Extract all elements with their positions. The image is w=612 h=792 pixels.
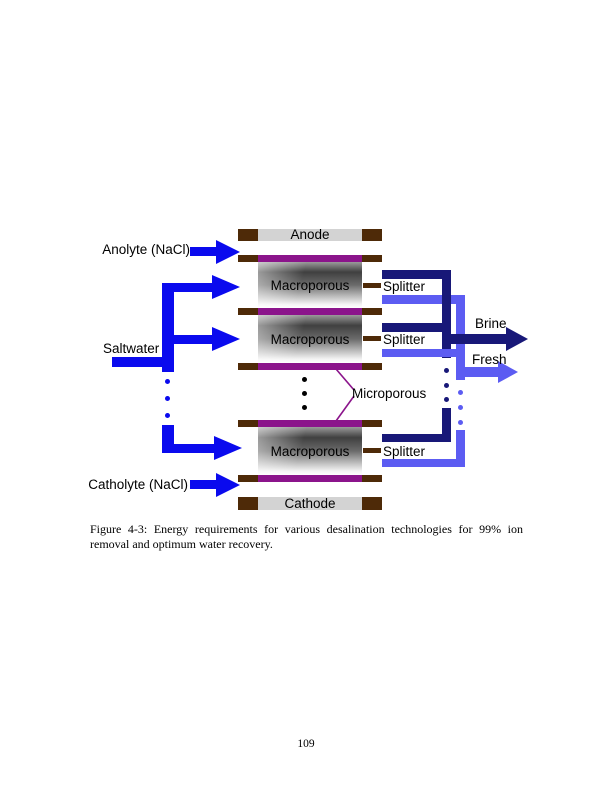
macroporous-label: Macroporous <box>270 443 350 459</box>
fresh-ellipsis-dot <box>458 405 463 410</box>
brine-arrowhead <box>506 326 528 351</box>
catholyte-label: Catholyte (NaCl) <box>88 477 188 492</box>
macroporous-label: Macroporous <box>270 277 350 293</box>
macroporous-block-2: Macroporous <box>258 315 362 363</box>
saltwater-branch-3-arrowhead <box>214 436 242 460</box>
microporous-label: Microporous <box>352 386 427 401</box>
microporous-membrane-row <box>238 420 382 427</box>
fresh-arrow-body <box>456 367 498 377</box>
stack-ellipsis-dot <box>302 377 307 382</box>
fresh-pipe-3 <box>382 458 465 467</box>
brine-trunk-upper <box>442 270 451 358</box>
fresh-label: Fresh <box>472 352 507 367</box>
brine-label: Brine <box>475 316 507 331</box>
cathode-bar: Cathode <box>238 497 382 510</box>
splitter-label-1: Splitter <box>383 279 426 294</box>
saltwater-label: Saltwater <box>103 341 160 356</box>
macroporous-block-3: Macroporous <box>258 427 362 475</box>
anolyte-arrow-body <box>190 247 216 256</box>
saltwater-ellipsis-dot <box>165 379 170 384</box>
microporous-membrane <box>258 363 362 370</box>
saltwater-feed-pipe <box>112 357 174 367</box>
membrane-end-cap <box>362 308 382 315</box>
microporous-membrane <box>258 420 362 427</box>
brine-arrow-body <box>442 333 506 344</box>
catholyte-arrowhead <box>216 472 240 497</box>
brine-trunk-lower <box>442 408 451 442</box>
microporous-membrane <box>258 475 362 482</box>
saltwater-branch-1-arrowhead <box>212 275 240 299</box>
splitter-connector <box>363 283 381 288</box>
fresh-ellipsis-dot <box>458 420 463 425</box>
catholyte-arrow-body <box>190 480 216 489</box>
anolyte-label: Anolyte (NaCl) <box>102 242 190 257</box>
saltwater-trunk-upper <box>162 283 174 372</box>
splitter-connector <box>363 448 381 453</box>
membrane-end-cap <box>362 363 382 370</box>
anode-bar: Anode <box>238 227 382 243</box>
membrane-end-cap <box>238 420 258 427</box>
microporous-membrane-row <box>238 308 382 315</box>
membrane-end-cap <box>238 475 258 482</box>
brine-pipe-2 <box>382 323 451 332</box>
membrane-end-cap <box>238 363 258 370</box>
stack-ellipsis-dot <box>302 391 307 396</box>
page-number: 109 <box>297 738 315 750</box>
fresh-trunk-lower <box>456 430 465 467</box>
cathode-end-cap <box>362 497 382 510</box>
microporous-membrane-row <box>238 363 382 370</box>
splitter-connector <box>363 336 381 341</box>
membrane-end-cap <box>238 308 258 315</box>
splitter-label-2: Splitter <box>383 332 426 347</box>
splitter-label-3: Splitter <box>383 444 426 459</box>
anode-end-cap <box>362 229 382 241</box>
brine-pipe-3 <box>382 433 451 442</box>
brine-pipe-1 <box>382 270 451 279</box>
microporous-membrane <box>258 255 362 262</box>
brine-ellipsis-dot <box>444 397 449 402</box>
saltwater-branch-1-body <box>174 283 212 292</box>
anolyte-arrowhead <box>216 239 240 264</box>
fresh-pipe-2 <box>382 348 465 357</box>
membrane-end-cap <box>238 255 258 262</box>
saltwater-branch-2-body <box>174 335 212 344</box>
stack-ellipsis-dot <box>302 405 307 410</box>
cathode-end-cap <box>238 497 258 510</box>
membrane-end-cap <box>362 475 382 482</box>
anode-label: Anode <box>290 227 330 243</box>
brine-ellipsis-dot <box>444 368 449 373</box>
macroporous-label: Macroporous <box>270 331 350 347</box>
saltwater-branch-2-arrowhead <box>212 327 240 351</box>
membrane-end-cap <box>362 420 382 427</box>
fresh-arrowhead <box>498 360 518 383</box>
cathode-label: Cathode <box>284 495 336 511</box>
saltwater-trunk-lower <box>162 425 174 453</box>
saltwater-ellipsis-dot <box>165 413 170 418</box>
membrane-end-cap <box>362 255 382 262</box>
microporous-membrane-row <box>238 255 382 262</box>
saltwater-branch-3-body <box>174 444 214 453</box>
microporous-membrane-row <box>238 475 382 482</box>
saltwater-ellipsis-dot <box>165 396 170 401</box>
figure-caption: Figure 4-3: Energy requirements for vari… <box>90 522 523 551</box>
fresh-ellipsis-dot <box>458 390 463 395</box>
macroporous-block-1: Macroporous <box>258 262 362 308</box>
microporous-membrane <box>258 308 362 315</box>
brine-ellipsis-dot <box>444 383 449 388</box>
fresh-pipe-1 <box>382 295 465 304</box>
microporous-callout-lines <box>335 368 355 422</box>
anode-end-cap <box>238 229 258 241</box>
